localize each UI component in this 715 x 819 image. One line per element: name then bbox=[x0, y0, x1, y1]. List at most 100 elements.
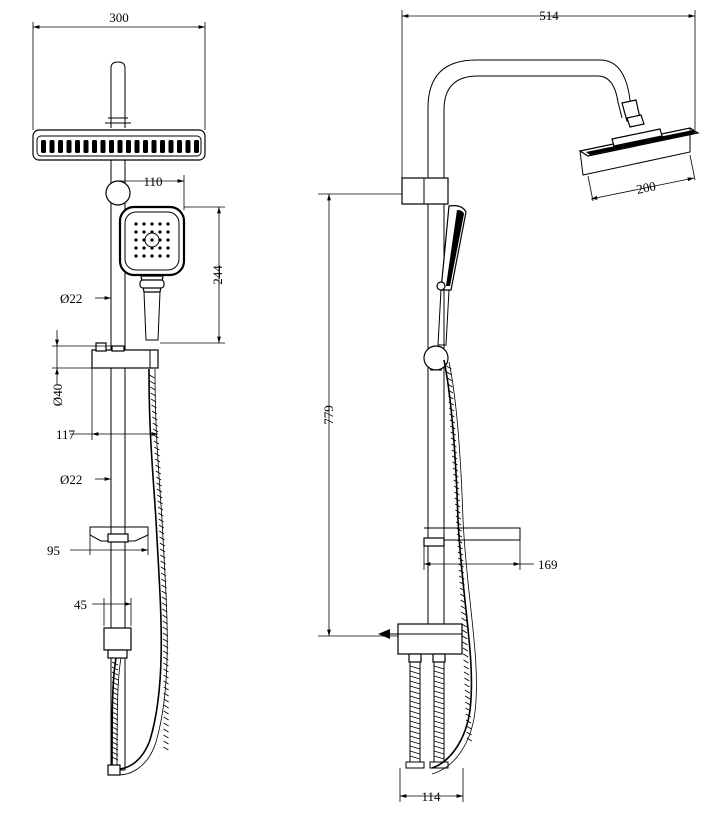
hose-hatch bbox=[460, 611, 467, 616]
dimension-handshower-offset: 110 bbox=[118, 174, 185, 210]
hose-hatch bbox=[466, 731, 472, 736]
side-top-bracket bbox=[401, 177, 449, 205]
hose-hatch bbox=[446, 377, 453, 382]
hose-hatch bbox=[161, 602, 168, 607]
hose-hatch bbox=[453, 485, 460, 490]
inlet-hatch bbox=[409, 720, 421, 725]
hose-hatch bbox=[162, 644, 169, 649]
front-hose-connector bbox=[103, 627, 132, 659]
hose-hatch bbox=[162, 626, 168, 631]
hose-hatch bbox=[452, 467, 459, 472]
spray-hole bbox=[158, 222, 162, 226]
inlet-hatch bbox=[409, 755, 421, 760]
hose-hatch bbox=[453, 473, 459, 478]
hose-hatch bbox=[458, 569, 465, 574]
hose-hatch bbox=[160, 566, 167, 571]
spray-hole bbox=[166, 238, 170, 242]
hose-hatch bbox=[448, 395, 454, 400]
side-vertical-riser bbox=[427, 204, 445, 625]
hose-hatch bbox=[161, 584, 167, 589]
spray-hole bbox=[166, 230, 170, 234]
hose-hatch bbox=[459, 575, 465, 580]
dim-label-779: 779 bbox=[321, 405, 336, 425]
hose-hatch bbox=[459, 581, 465, 586]
nozzle bbox=[143, 140, 148, 153]
dimension-height: 779 bbox=[318, 193, 402, 637]
nozzle bbox=[185, 140, 191, 153]
inlet-hatch bbox=[409, 735, 421, 740]
hose-hatch bbox=[162, 620, 168, 625]
hose-hatch bbox=[163, 656, 169, 661]
hose-hatch bbox=[451, 455, 458, 460]
hose-hatch bbox=[464, 677, 470, 682]
hose-hatch bbox=[465, 701, 471, 706]
inlet-hatch bbox=[409, 745, 421, 750]
nozzle bbox=[177, 140, 182, 153]
dim-label-d22-upper: Ø22 bbox=[60, 291, 82, 306]
hose-hatch bbox=[111, 671, 119, 676]
front-slide-rail bbox=[105, 160, 131, 771]
hose-hatch bbox=[149, 374, 155, 379]
hose-hatch bbox=[162, 608, 168, 613]
hose-hatch bbox=[152, 422, 158, 427]
inlet-hatch bbox=[409, 715, 421, 720]
hose-hatch bbox=[155, 470, 162, 475]
dimension-bracket-offset: 117 bbox=[56, 368, 158, 442]
inlet-hatch bbox=[409, 685, 421, 690]
hose-hatch bbox=[154, 458, 161, 463]
hose-hatch bbox=[450, 431, 456, 436]
inlet-hatch bbox=[433, 740, 445, 745]
inlet-hatch bbox=[433, 700, 445, 705]
front-shower-hose bbox=[107, 368, 169, 776]
inlet-hatch bbox=[409, 750, 421, 755]
nozzle bbox=[66, 140, 72, 153]
hose-hatch bbox=[460, 605, 467, 610]
hose-hatch bbox=[160, 560, 166, 565]
inlet-hatch bbox=[433, 690, 445, 695]
hose-hatch bbox=[159, 536, 165, 541]
nozzle bbox=[134, 140, 140, 153]
inlet-hatch bbox=[433, 670, 445, 675]
hose-hatch bbox=[151, 404, 157, 409]
hose-hatch bbox=[456, 533, 463, 538]
inlet-hatch bbox=[433, 725, 445, 730]
hose-hatch bbox=[460, 593, 466, 598]
inlet-hatch bbox=[433, 720, 445, 725]
inlet-hatch bbox=[433, 750, 445, 755]
hose-hatch bbox=[450, 425, 456, 430]
hose-hatch bbox=[460, 599, 466, 604]
dim-label-d40: Ø40 bbox=[50, 384, 65, 406]
hose-hatch bbox=[153, 434, 159, 439]
hose-hatch bbox=[163, 698, 169, 703]
inlet-hatch bbox=[433, 745, 445, 750]
hose-hatch bbox=[159, 548, 166, 553]
nozzle bbox=[75, 140, 80, 153]
nozzle bbox=[194, 140, 199, 153]
hose-hatch bbox=[163, 686, 169, 691]
nozzle bbox=[58, 140, 63, 153]
hose-hatch bbox=[156, 488, 163, 493]
spray-hole bbox=[142, 230, 146, 234]
hose-hatch bbox=[448, 401, 454, 406]
hose-hatch bbox=[458, 563, 464, 568]
hose-hatch bbox=[449, 413, 455, 418]
dimension-shelf-width: 95 bbox=[47, 535, 149, 558]
inlet-hatch bbox=[409, 680, 421, 685]
hose-hatch bbox=[163, 668, 169, 673]
dimension-pipe-diameter-lower: Ø22 bbox=[60, 472, 111, 487]
hose-hatch bbox=[163, 650, 169, 655]
hose-hatch bbox=[463, 653, 469, 658]
inlet-hatch bbox=[433, 730, 445, 735]
spray-hole bbox=[158, 230, 162, 234]
spray-hole bbox=[158, 246, 162, 250]
hose-hatch bbox=[452, 461, 458, 466]
dimension-bracket-diameter: Ø40 bbox=[50, 330, 112, 406]
hose-hatch bbox=[154, 452, 160, 457]
hose-hatch bbox=[152, 428, 159, 433]
side-inlet-pipes bbox=[405, 661, 449, 769]
hose-hatch bbox=[454, 491, 460, 496]
side-shower-hose bbox=[431, 359, 477, 775]
hose-hatch bbox=[162, 632, 169, 637]
side-hand-shower bbox=[436, 205, 467, 346]
nozzle bbox=[109, 140, 114, 153]
